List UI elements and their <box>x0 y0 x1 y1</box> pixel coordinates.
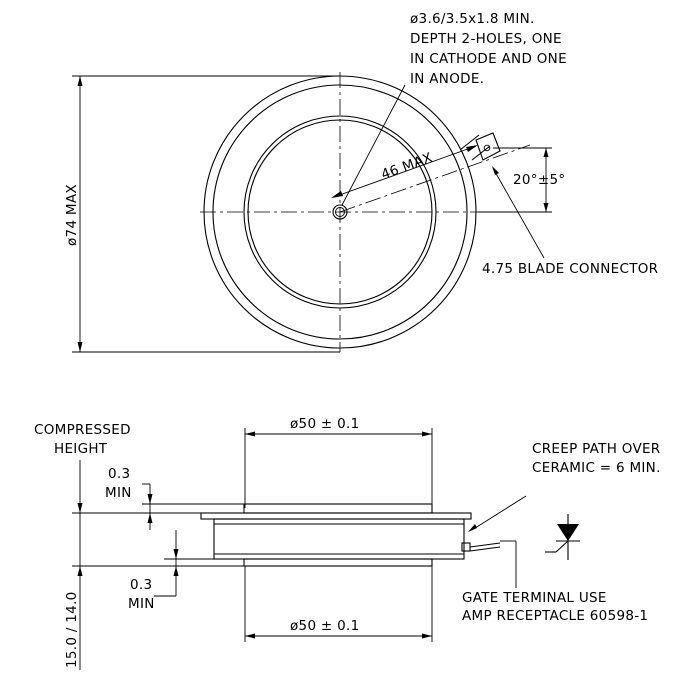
top-view: 20°±5° 46 MAX ø3.6/3.5x1.8 MIN. DEPTH 2-… <box>64 11 658 353</box>
svg-text:GATE TERMINAL USE: GATE TERMINAL USE <box>462 590 607 606</box>
blade-connector-label: 4.75 BLADE CONNECTOR <box>482 261 658 277</box>
thyristor-symbol-icon <box>545 514 580 560</box>
svg-text:0.3: 0.3 <box>108 466 130 482</box>
hole-note: ø3.6/3.5x1.8 MIN. DEPTH 2-HOLES, ONE IN … <box>410 11 567 87</box>
gate-terminal-wire <box>461 542 501 552</box>
compressed-height-label: COMPRESSED HEIGHT <box>34 422 131 457</box>
creep-path-label: CREEP PATH OVER CERAMIC = 6 MIN. <box>532 441 661 476</box>
svg-text:IN ANODE.: IN ANODE. <box>410 71 484 87</box>
svg-text:HEIGHT: HEIGHT <box>54 441 108 457</box>
diameter-label: ø74 MAX <box>64 184 80 246</box>
svg-text:0.3: 0.3 <box>130 577 152 593</box>
svg-text:IN CATHODE AND ONE: IN CATHODE AND ONE <box>410 51 567 67</box>
top-width-label: ø50 ± 0.1 <box>290 416 360 432</box>
connector-axis-line <box>339 144 531 213</box>
lower-offset-label: 0.3 MIN <box>128 577 155 612</box>
radius-label: 46 MAX <box>379 150 435 183</box>
svg-text:ø3.6/3.5x1.8 MIN.: ø3.6/3.5x1.8 MIN. <box>410 11 535 27</box>
svg-text:CREEP PATH OVER: CREEP PATH OVER <box>532 441 661 457</box>
bottom-width-label: ø50 ± 0.1 <box>290 618 360 634</box>
svg-text:MIN: MIN <box>128 596 155 612</box>
svg-text:CERAMIC = 6 MIN.: CERAMIC = 6 MIN. <box>532 460 661 476</box>
svg-text:COMPRESSED: COMPRESSED <box>34 422 131 438</box>
svg-text:DEPTH 2-HOLES, ONE: DEPTH 2-HOLES, ONE <box>410 31 562 47</box>
height-label: 15.0 / 14.0 <box>64 591 80 668</box>
blade-connector-tab <box>459 132 501 161</box>
gate-terminal-label: GATE TERMINAL USE AMP RECEPTACLE 60598-1 <box>462 590 648 624</box>
upper-offset-label: 0.3 MIN <box>105 466 132 501</box>
device-body <box>200 503 472 567</box>
svg-text:MIN: MIN <box>105 485 132 501</box>
angle-label: 20°±5° <box>513 172 565 188</box>
svg-text:AMP RECEPTACLE 60598-1: AMP RECEPTACLE 60598-1 <box>462 608 648 624</box>
side-view: ø50 ± 0.1 ø50 ± 0.1 <box>34 416 661 670</box>
